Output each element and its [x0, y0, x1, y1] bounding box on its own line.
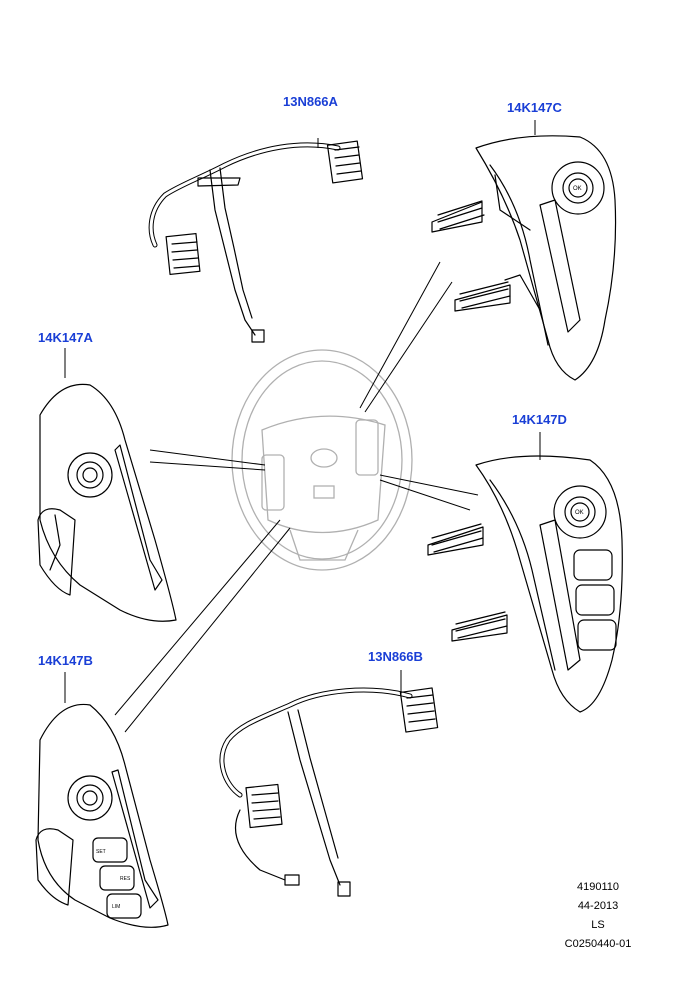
reference-line-2: 44-2013 — [577, 900, 619, 912]
wiring-harness-b — [219, 687, 439, 897]
label-14k147a: 14K147A — [38, 330, 93, 345]
wiring-harness-a — [148, 140, 364, 343]
switch-14k147a — [37, 383, 177, 622]
set-text: SET — [96, 849, 106, 855]
reference-line-1: 4190110 — [576, 881, 619, 893]
res-text: RES — [120, 876, 131, 882]
label-13n866b: 13N866B — [368, 649, 423, 664]
reference-line-3: LS — [591, 919, 605, 931]
label-14k147b: 14K147B — [38, 653, 93, 668]
reference-line-4: C0250440-01 — [564, 938, 632, 950]
label-13n866a: 13N866A — [283, 94, 338, 109]
switch-14k147b — [35, 703, 169, 928]
ok-text-c: OK — [573, 186, 582, 192]
ok-text-d: OK — [575, 510, 584, 516]
switch-14k147d — [427, 455, 623, 713]
lim-text: LIM — [112, 904, 120, 910]
label-14k147d: 14K147D — [512, 412, 567, 427]
switch-14k147c — [431, 135, 617, 381]
steering-wheel — [231, 349, 413, 571]
label-14k147c: 14K147C — [507, 100, 562, 115]
leader-lines — [64, 120, 541, 733]
